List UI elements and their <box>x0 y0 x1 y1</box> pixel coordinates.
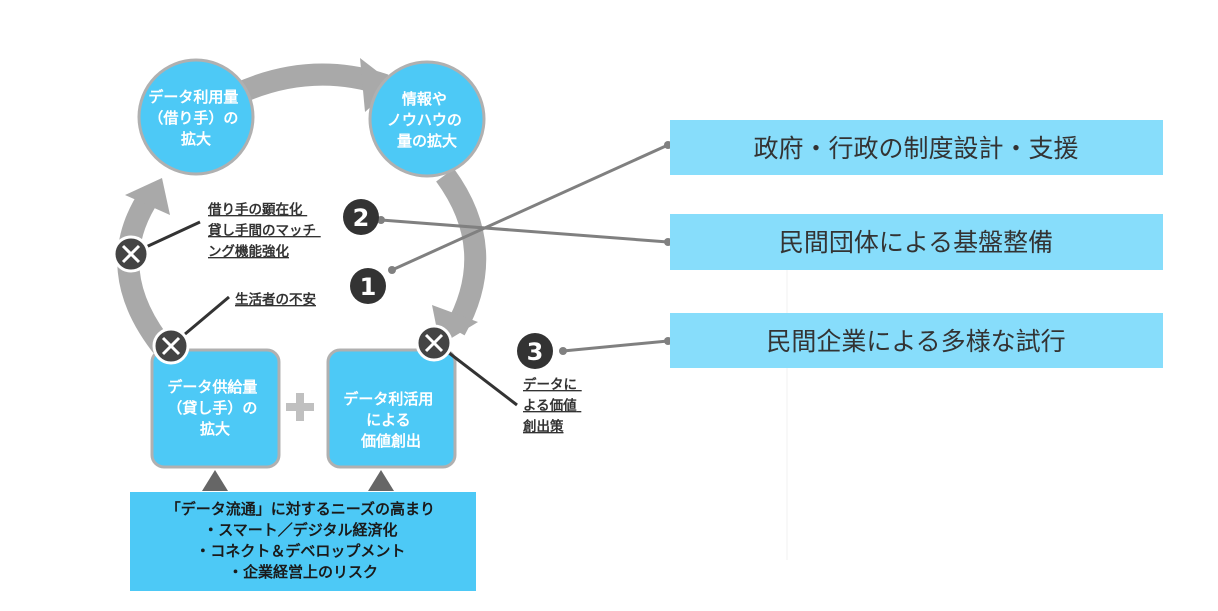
node-data-supply <box>150 348 281 469</box>
badge-3: 3 <box>517 333 553 369</box>
node-knowhow <box>368 60 486 178</box>
up-triangle-right-icon <box>368 470 394 491</box>
measure-gov-label: 政府・行政の制度設計・支援 <box>753 134 1078 163</box>
needs-box <box>130 492 476 591</box>
node-value-creation <box>326 348 457 469</box>
measure-private-org-box <box>670 214 1163 270</box>
node-knowhow-label: 情報や ノウハウの 量の拡大 <box>387 90 467 150</box>
connector-value-policy <box>435 341 518 407</box>
connector-badge-2 <box>380 218 669 244</box>
blocker-anxiety-icon <box>152 327 190 365</box>
measure-private-company-label: 民間企業による多様な試行 <box>766 327 1065 356</box>
needs-text: 「データ流通」に対するニーズの高まり ・スマート／デジタル経済化 ・コネクト＆デ… <box>166 500 441 581</box>
cycle-arrow-right <box>436 168 487 336</box>
blocker-matching-icon <box>112 235 150 273</box>
plus-icon <box>286 393 314 421</box>
badge-1: 1 <box>350 268 386 304</box>
svg-text:2: 2 <box>353 204 370 232</box>
measure-gov-box <box>670 120 1163 175</box>
connector-dot <box>559 347 567 355</box>
label-anxiety: 生活者の不安 <box>235 291 316 308</box>
svg-text:1: 1 <box>360 273 377 301</box>
svg-text:3: 3 <box>527 338 544 366</box>
measure-private-company-box <box>670 313 1163 368</box>
node-data-usage-label: データ利用量 （借り手）の 拡大 <box>148 88 243 148</box>
node-value-creation-label: データ利活用 による 価値創出 <box>343 390 438 450</box>
label-value-policy: データに よる価値 創出策 <box>522 376 582 435</box>
measure-private-org-label: 民間団体による基盤整備 <box>779 228 1053 257</box>
up-triangle-left-icon <box>202 470 228 491</box>
cycle-arrowhead-top <box>360 58 395 112</box>
node-data-usage <box>137 58 255 176</box>
cycle-arrowhead-left <box>125 178 170 215</box>
badge-2: 2 <box>343 199 379 235</box>
cycle-arrow-left <box>117 188 174 357</box>
connector-dot <box>377 216 385 224</box>
label-matching: 借り手の顕在化 貸し手間のマッチ ング機能強化 <box>207 201 321 260</box>
blocker-value-icon <box>415 324 453 362</box>
connector-badge-3 <box>562 339 669 353</box>
node-data-supply-label: データ供給量 （貸し手）の 拡大 <box>167 378 262 438</box>
connector-dot <box>388 266 396 274</box>
connector-badge-1 <box>391 143 669 272</box>
